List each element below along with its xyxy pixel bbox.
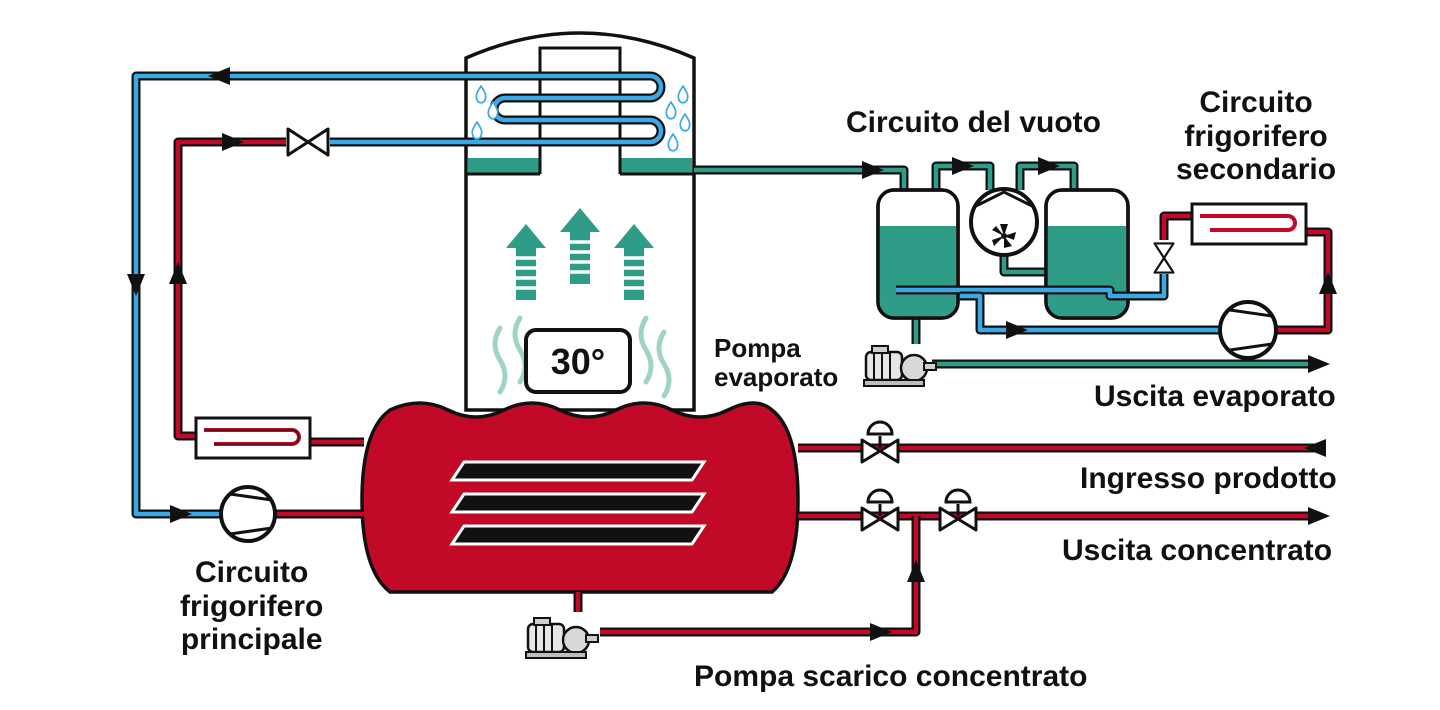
valve-icon xyxy=(286,127,330,157)
boiler-tank xyxy=(360,401,800,594)
secondary-refrigerant-line-2: frigorifero xyxy=(1184,119,1328,153)
concentrate-outlet-label: Uscita concentrato xyxy=(1062,534,1333,567)
main-refrigerant-label: Circuito frigorifero principale xyxy=(180,556,323,657)
secondary-refrigerant-label: Circuito frigorifero secondario xyxy=(1176,86,1336,187)
secondary-refrigerant-line-3: secondario xyxy=(1176,153,1337,187)
evaporate-pump-line-1: Pompa xyxy=(714,333,801,363)
heat-exchanger-icon xyxy=(194,416,312,460)
evaporate-pump-label: Pompa evaporato xyxy=(714,333,839,393)
temperature-value: 30° xyxy=(551,341,605,382)
heat-exchanger-icon xyxy=(1190,202,1308,246)
evaporate-outlet-label: Uscita evaporato xyxy=(1094,380,1336,413)
secondary-refrigerant-line-1: Circuito xyxy=(1199,86,1313,119)
separator-tank xyxy=(876,188,960,320)
valve-icon xyxy=(1155,243,1174,272)
evaporate-pump-line-2: evaporato xyxy=(714,362,839,393)
circulation-pump-icon xyxy=(1218,300,1278,360)
vacuum-pipes xyxy=(694,161,1310,369)
main-refrigerant-line-3: principale xyxy=(180,623,323,657)
vacuum-pump xyxy=(969,187,1039,257)
valve-icon xyxy=(860,420,900,464)
product-inlet-label: Ingresso prodotto xyxy=(1080,462,1337,495)
vacuum-circuit-label: Circuito del vuoto xyxy=(846,106,1101,139)
main-refrigerant-line-1: Circuito xyxy=(195,556,309,589)
valve-icon xyxy=(938,488,978,532)
motor-pump-icon xyxy=(524,616,600,660)
concentrate-discharge-pump-label: Pompa scarico concentrato xyxy=(694,660,1088,693)
fan-icon xyxy=(992,224,1016,248)
main-refrigerant-line-2: frigorifero xyxy=(180,589,324,623)
motor-pump-icon xyxy=(862,344,938,388)
temperature-display: 30° xyxy=(524,328,632,394)
circulation-pump-icon xyxy=(219,485,277,543)
valve-icon xyxy=(860,488,900,532)
secondary-blue-pipes xyxy=(896,274,1220,335)
